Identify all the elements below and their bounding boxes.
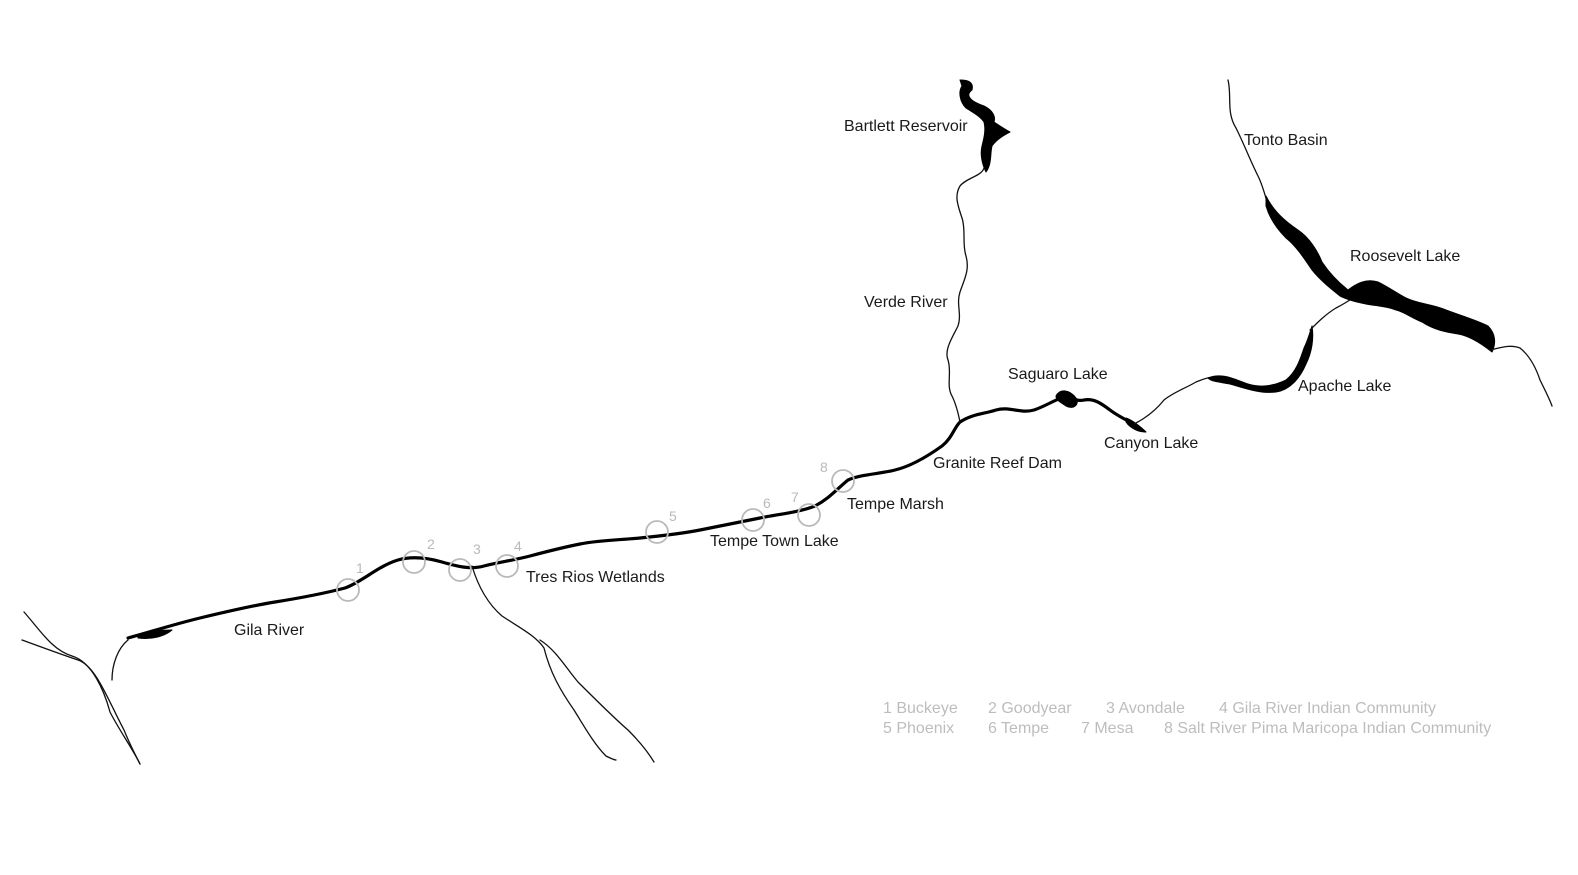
legend-item-mesa: 7 Mesa [1081, 720, 1134, 737]
saguaro-lake-shape [1055, 390, 1078, 408]
marker-circle-8 [831, 469, 855, 493]
label-roosevelt-lake: Roosevelt Lake [1350, 248, 1460, 265]
gila-west-branch-south [21, 639, 141, 765]
marker-circle-6 [741, 508, 765, 532]
label-gila-river: Gila River [234, 622, 305, 639]
legend-item-buckeye: 1 Buckeye [883, 700, 958, 717]
label-tempe-marsh: Tempe Marsh [847, 496, 944, 513]
legend-item-gila-river-indian-community: 4 Gila River Indian Community [1219, 700, 1436, 717]
label-verde-river: Verde River [864, 294, 948, 311]
tonto-creek [1227, 79, 1271, 213]
marker-circle-5 [645, 520, 669, 544]
south-tributary-b [539, 639, 655, 763]
marker-circle-4 [495, 554, 519, 578]
marker-number-2: 2 [427, 536, 435, 552]
legend-item-tempe: 6 Tempe [988, 720, 1049, 737]
gila-west-branch-north [23, 611, 141, 765]
label-tempe-town-lake: Tempe Town Lake [710, 533, 839, 550]
label-tres-rios-wetlands: Tres Rios Wetlands [526, 569, 665, 586]
legend: 1 Buckeye 2 Goodyear 3 Avondale 4 Gila R… [883, 700, 1491, 737]
bartlett-reservoir-shape [959, 79, 1011, 173]
marker-number-4: 4 [514, 538, 522, 554]
legend-item-phoenix: 5 Phoenix [883, 720, 954, 737]
marker-number-3: 3 [473, 541, 481, 557]
gila-wide-segment [137, 629, 173, 639]
label-saguaro-lake: Saguaro Lake [1008, 366, 1108, 383]
marker-number-7: 7 [791, 489, 799, 505]
roosevelt-lake-shape [1265, 195, 1496, 353]
marker-number-5: 5 [669, 508, 677, 524]
marker-circle-7 [797, 503, 821, 527]
gila-connector [111, 639, 129, 681]
marker-circle-3 [448, 558, 472, 582]
marker-circle-1 [336, 578, 360, 602]
verde-river-line [946, 167, 985, 423]
legend-item-avondale: 3 Avondale [1106, 700, 1185, 717]
marker-number-8: 8 [820, 459, 828, 475]
legend-item-salt-river-pima-maricopa: 8 Salt River Pima Maricopa Indian Commun… [1164, 720, 1491, 737]
apache-lake-shape [1207, 325, 1314, 393]
salt-river-east [1489, 345, 1553, 407]
label-apache-lake: Apache Lake [1298, 378, 1392, 395]
marker-number-1: 1 [356, 560, 364, 576]
label-bartlett-reservoir: Bartlett Reservoir [844, 118, 968, 135]
marker-circle-2 [402, 550, 426, 574]
label-tonto-basin: Tonto Basin [1244, 132, 1328, 149]
label-granite-reef-dam: Granite Reef Dam [933, 455, 1062, 472]
main-river-channel [126, 395, 1136, 640]
canyon-lake-shape [1125, 417, 1147, 433]
label-canyon-lake: Canyon Lake [1104, 435, 1198, 452]
marker-number-6: 6 [763, 495, 771, 511]
south-tributary-a [471, 565, 617, 761]
salt-river-apache-roosevelt [1309, 295, 1357, 331]
legend-item-goodyear: 2 Goodyear [988, 700, 1072, 717]
salt-river-upper [1133, 376, 1219, 425]
